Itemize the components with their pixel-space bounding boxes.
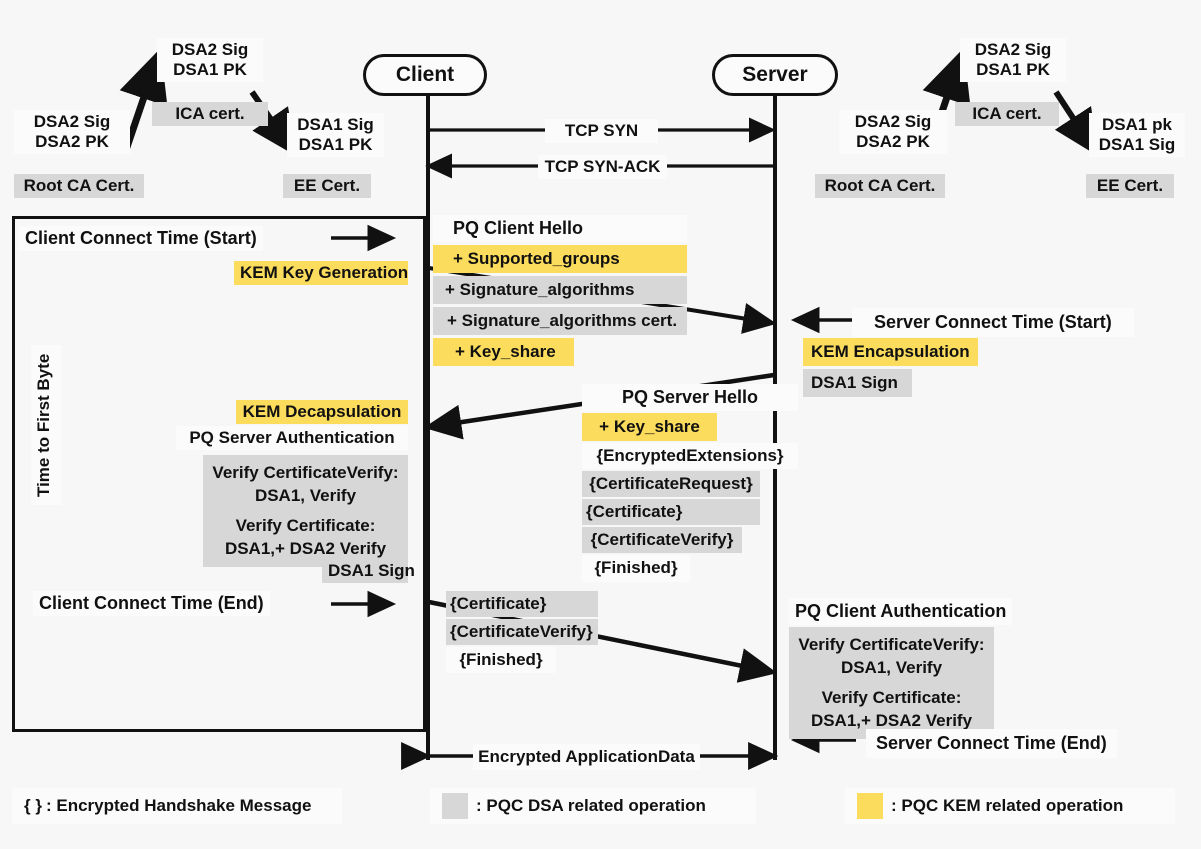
pq-server-hello-title: PQ Server Hello bbox=[582, 384, 798, 412]
client-hello-item-signature-algorithms-cert: + Signature_algorithms cert. bbox=[433, 307, 688, 336]
client-root-ca-line1: DSA2 Sig bbox=[33, 112, 111, 131]
client-ica-label: ICA cert. bbox=[152, 102, 268, 127]
app-data-label: Encrypted ApplicationData bbox=[473, 744, 700, 771]
kem-encapsulation: KEM Encapsulation bbox=[803, 338, 978, 367]
server-verify-block: Verify CertificateVerify: DSA1, Verify V… bbox=[789, 627, 994, 739]
client-ee-fields: DSA1 Sig DSA1 PK bbox=[287, 113, 384, 158]
client-flight-block: {Certificate} {CertificateVerify} {Finis… bbox=[446, 591, 598, 674]
pq-client-hello-title: PQ Client Hello bbox=[433, 215, 688, 243]
legend-kem-text: : PQC KEM related operation bbox=[891, 796, 1124, 815]
time-to-first-byte-label: Time to First Byte bbox=[31, 345, 61, 505]
server-verify-cv-line1: Verify CertificateVerify: bbox=[798, 635, 985, 654]
server-connect-time-end: Server Connect Time (End) bbox=[866, 729, 1117, 759]
client-flight-item-certificate-verify: {CertificateVerify} bbox=[446, 619, 598, 646]
client-root-ca-label: Root CA Cert. bbox=[14, 174, 144, 199]
server-root-ca-line2: DSA2 PK bbox=[856, 132, 930, 152]
server-ee-line1: DSA1 pk bbox=[1102, 115, 1172, 134]
client-connect-time-start: Client Connect Time (Start) bbox=[19, 226, 263, 252]
client-hello-item-supported-groups: + Supported_groups bbox=[433, 245, 688, 274]
kem-decapsulation: KEM Decapsulation bbox=[236, 400, 408, 425]
legend-pqc-dsa: : PQC DSA related operation bbox=[430, 788, 756, 824]
client-ee-label: EE Cert. bbox=[283, 174, 371, 199]
client-verify-cert-line2: DSA1,+ DSA2 Verify bbox=[224, 539, 387, 559]
kem-key-generation: KEM Key Generation bbox=[234, 261, 408, 286]
client-ica-line1: DSA2 Sig bbox=[171, 40, 249, 59]
server-hello-item-key-share: + Key_share bbox=[582, 413, 717, 442]
pq-client-hello-block: PQ Client Hello + Supported_groups + Sig… bbox=[433, 215, 688, 367]
server-root-ca-line1: DSA2 Sig bbox=[854, 112, 932, 131]
client-lifeline bbox=[426, 96, 430, 760]
legend-dsa-text: : PQC DSA related operation bbox=[476, 796, 706, 815]
server-hello-item-certificate-request: {CertificateRequest} bbox=[582, 471, 760, 498]
server-ica-fields: DSA2 Sig DSA1 PK bbox=[960, 38, 1066, 83]
server-ica-line1: DSA2 Sig bbox=[974, 40, 1052, 59]
server-ee-fields: DSA1 pk DSA1 Sig bbox=[1089, 113, 1185, 158]
server-hello-item-encrypted-extensions: {EncryptedExtensions} bbox=[582, 443, 798, 470]
client-root-ca-line2: DSA2 PK bbox=[35, 132, 109, 152]
time-to-first-byte-box bbox=[12, 216, 426, 732]
legend-encrypted-text: : Encrypted Handshake Message bbox=[45, 796, 312, 815]
client-verify-cv-line1: Verify CertificateVerify: bbox=[212, 463, 399, 482]
client-ee-line2: DSA1 PK bbox=[298, 135, 373, 155]
client-flight-item-certificate: {Certificate} bbox=[446, 591, 598, 618]
server-ica-line2: DSA1 PK bbox=[976, 60, 1050, 80]
client-hello-item-key-share: + Key_share bbox=[433, 338, 574, 367]
client-verify-cert-line1: Verify Certificate: bbox=[235, 515, 376, 535]
tcp-syn-ack-label: TCP SYN-ACK bbox=[538, 155, 667, 180]
client-connect-time-end: Client Connect Time (End) bbox=[33, 591, 270, 617]
server-hello-item-certificate: {Certificate} bbox=[582, 499, 760, 526]
pq-server-authentication-title: PQ Server Authentication bbox=[176, 426, 408, 451]
legend-dsa-swatch-icon bbox=[442, 793, 468, 819]
server-verify-cert-line1: Verify Certificate: bbox=[821, 687, 962, 707]
server-connect-time-start: Server Connect Time (Start) bbox=[852, 308, 1134, 338]
server-hello-item-certificate-verify: {CertificateVerify} bbox=[582, 527, 742, 554]
client-verify-block: Verify CertificateVerify: DSA1, Verify V… bbox=[203, 455, 408, 567]
server-root-ca-fields: DSA2 Sig DSA2 PK bbox=[839, 110, 947, 155]
pq-client-authentication-title: PQ Client Authentication bbox=[789, 598, 1013, 626]
server-verify-cv-line2: DSA1, Verify bbox=[840, 658, 943, 678]
pq-server-hello-block: PQ Server Hello + Key_share {EncryptedEx… bbox=[582, 384, 798, 582]
legend-kem-swatch-icon bbox=[857, 793, 883, 819]
server-verify-cert-line2: DSA1,+ DSA2 Verify bbox=[810, 711, 973, 731]
client-dsa1-sign: DSA1 Sign bbox=[322, 559, 415, 584]
client-ica-line2: DSA1 PK bbox=[173, 60, 247, 80]
legend-encrypted-handshake: { } : Encrypted Handshake Message bbox=[12, 788, 342, 824]
client-actor[interactable]: Client bbox=[363, 54, 487, 96]
server-dsa1-sign: DSA1 Sign bbox=[803, 369, 912, 398]
server-root-ca-label: Root CA Cert. bbox=[815, 174, 945, 199]
server-hello-item-finished: {Finished} bbox=[582, 555, 690, 582]
client-verify-cv-line2: DSA1, Verify bbox=[254, 486, 357, 506]
tcp-syn-label: TCP SYN bbox=[545, 119, 658, 144]
server-actor[interactable]: Server bbox=[712, 54, 838, 96]
client-flight-item-finished: {Finished} bbox=[446, 647, 556, 674]
client-root-ca-fields: DSA2 Sig DSA2 PK bbox=[14, 110, 130, 155]
client-hello-item-signature-algorithms: + Signature_algorithms bbox=[433, 276, 688, 305]
server-ee-line2: DSA1 Sig bbox=[1098, 135, 1176, 155]
server-ee-label: EE Cert. bbox=[1086, 174, 1174, 199]
client-ica-fields: DSA2 Sig DSA1 PK bbox=[157, 38, 263, 83]
client-ee-line1: DSA1 Sig bbox=[297, 115, 374, 134]
legend-pqc-kem: : PQC KEM related operation bbox=[845, 788, 1175, 824]
server-lifeline bbox=[773, 96, 777, 760]
legend-brace-symbol: { } bbox=[24, 796, 42, 815]
server-ica-label: ICA cert. bbox=[955, 102, 1059, 127]
